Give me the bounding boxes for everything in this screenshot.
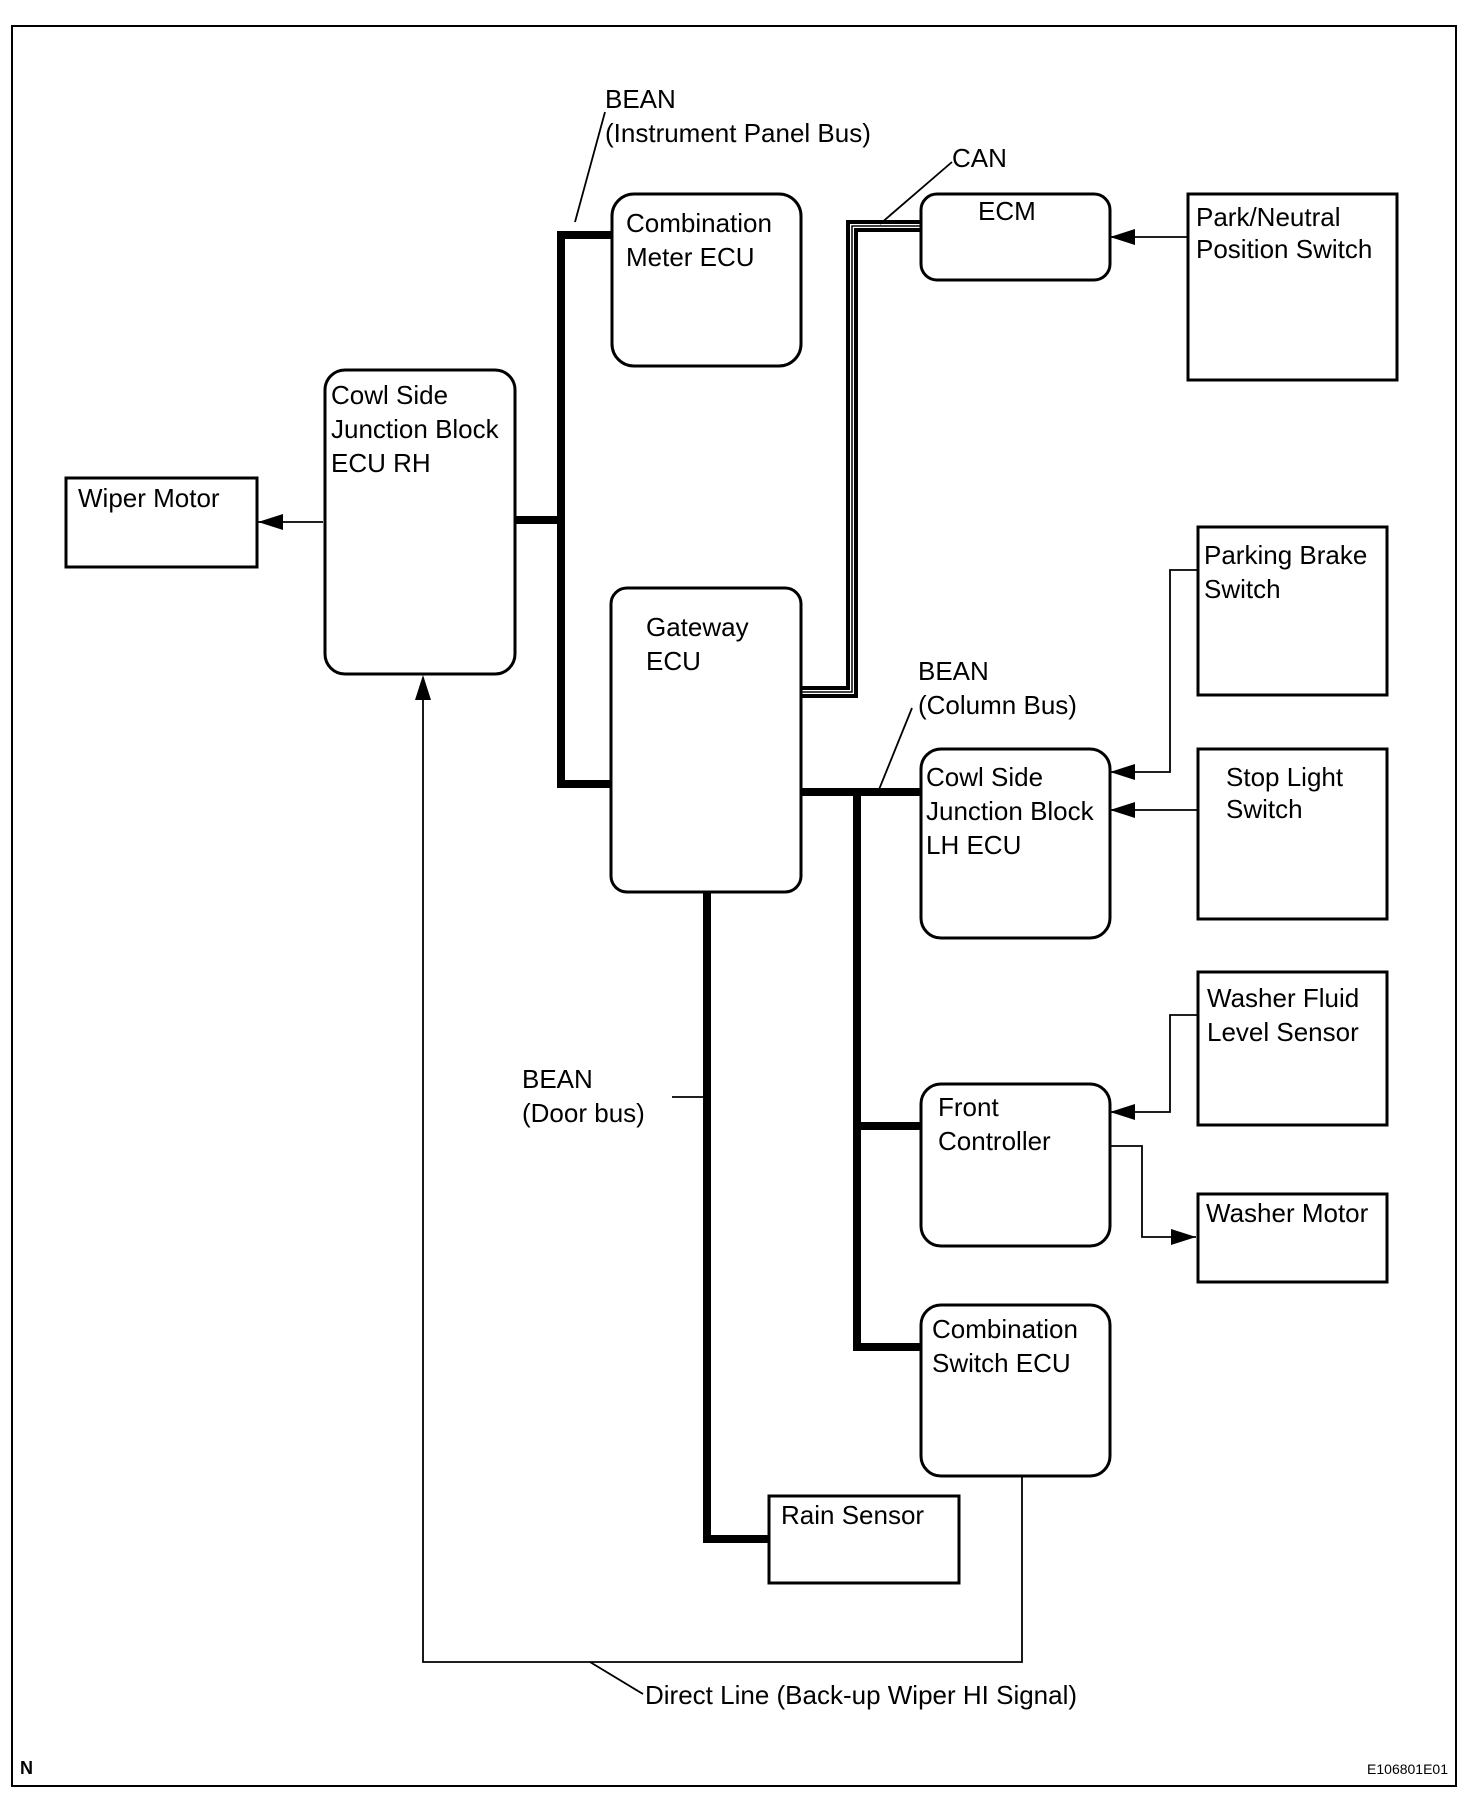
can-bus-leader	[879, 161, 953, 225]
door-bus	[703, 890, 770, 1543]
washer-motor-label: Washer Motor	[1206, 1198, 1369, 1228]
front-controller-label: Front Controller	[938, 1092, 1051, 1156]
direct-line-arrow	[415, 675, 431, 700]
washer-fluid-arrow	[1110, 1104, 1135, 1120]
rain-sensor-label: Rain Sensor	[781, 1500, 924, 1530]
corner-left-mark: N	[20, 1758, 33, 1778]
stop-light-arrow	[1110, 802, 1135, 818]
park-neutral-box	[1186, 192, 1399, 382]
parking-brake-label: Parking Brake Switch	[1204, 540, 1375, 604]
combination-switch-box	[919, 1303, 1112, 1478]
stop-light-label: Stop Light Switch	[1226, 762, 1350, 824]
washer-motor-signal	[1110, 1145, 1196, 1238]
direct-line	[422, 690, 1023, 1663]
parking-brake-arrow	[1110, 764, 1135, 780]
wiper-motor-arrow	[258, 514, 283, 530]
parking-brake-signal	[1110, 569, 1198, 773]
washer-fluid-box	[1196, 970, 1389, 1127]
instrument-panel-bus-label: BEAN (Instrument Panel Bus)	[605, 84, 871, 148]
parking-brake-box	[1196, 525, 1389, 697]
wiper-motor-box	[64, 476, 259, 569]
can-bus-label: CAN	[952, 143, 1007, 173]
wiper-motor-label: Wiper Motor	[78, 483, 220, 513]
cowl-lh-box	[919, 747, 1112, 940]
column-bus-trunk	[853, 792, 922, 1351]
cowl-rh-box	[323, 368, 517, 676]
column-bus-leader	[877, 707, 913, 793]
gateway-box	[609, 586, 803, 894]
combination-switch-label: Combination Switch ECU	[932, 1314, 1085, 1378]
washer-motor-box	[1196, 1192, 1389, 1284]
door-bus-label: BEAN (Door bus)	[522, 1064, 645, 1128]
washer-fluid-signal	[1110, 1014, 1198, 1113]
gateway-label: Gateway ECU	[646, 612, 756, 676]
washer-fluid-label: Washer Fluid Level Sensor	[1207, 983, 1366, 1047]
stop-light-box	[1196, 747, 1389, 921]
diagram-frame	[11, 25, 1457, 1787]
instrument-panel-bus-leader	[574, 111, 606, 223]
figure-code: E106801E01	[1367, 1761, 1448, 1777]
cowl-rh-label: Cowl Side Junction Block ECU RH	[331, 380, 506, 478]
front-controller-box	[919, 1082, 1112, 1248]
column-bus-label: BEAN (Column Bus)	[918, 656, 1077, 720]
rain-sensor-box	[767, 1494, 961, 1585]
cowl-lh-label: Cowl Side Junction Block LH ECU	[926, 762, 1101, 860]
direct-line-label: Direct Line (Back-up Wiper HI Signal)	[645, 1680, 1077, 1710]
park-neutral-label: Park/Neutral Position Switch	[1196, 202, 1372, 264]
direct-line-leader	[589, 1661, 644, 1695]
instrument-panel-bus	[557, 231, 613, 788]
ecm-label: ECM	[978, 196, 1036, 226]
can-bus	[800, 220, 922, 698]
ecm-box	[919, 192, 1112, 282]
combination-meter-label: Combination Meter ECU	[626, 208, 779, 272]
washer-motor-arrow	[1171, 1229, 1196, 1245]
combination-meter-box	[610, 192, 803, 368]
ecm-input-arrow	[1110, 229, 1135, 245]
